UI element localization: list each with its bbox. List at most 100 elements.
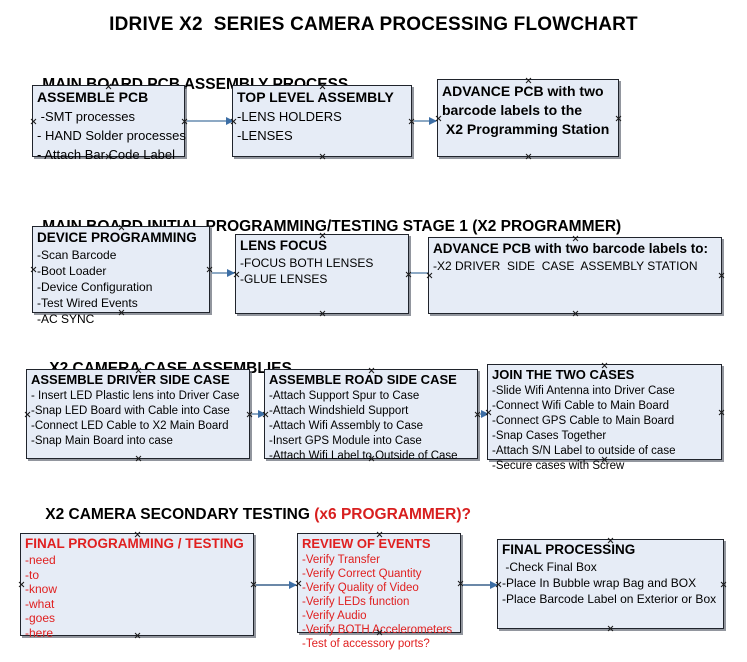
flow-box-title: REVIEW OF EVENTS (302, 536, 431, 551)
flow-box-line: -Attach Windshield Support (269, 405, 409, 417)
connector-handle-top[interactable] (601, 362, 608, 369)
connector-handle-left[interactable] (30, 118, 37, 125)
flow-box-assemble-road-side-case[interactable]: ASSEMBLE ROAD SIDE CASE -Attach Support … (262, 367, 478, 462)
flow-box-line: -Attach Wifi Label to Outside of Case (269, 450, 458, 462)
flow-box-line: -X2 DRIVER SIDE CASE ASSEMBLY STATION (433, 259, 698, 273)
flow-box-line: -Verify Quality of Video (302, 582, 419, 594)
connector-handle-bottom[interactable] (376, 629, 383, 636)
flow-box-assemble-pcb[interactable]: ASSEMBLE PCB -SMT processes - HAND Solde… (30, 83, 186, 162)
flow-box-line: -Place Barcode Label on Exterior or Box (502, 592, 717, 606)
connector-handle-top[interactable] (376, 531, 383, 538)
flow-box-line: - Insert LED Plastic lens into Driver Ca… (31, 390, 240, 402)
section-heading-text: X2 CAMERA SECONDARY TESTING (45, 506, 315, 523)
connector-handle-right[interactable] (615, 115, 622, 122)
connector-handle-bottom[interactable] (601, 456, 608, 463)
flow-box-line: -goes (25, 611, 56, 625)
connector-handle-top[interactable] (368, 367, 375, 374)
connector-handle-left[interactable] (262, 411, 269, 418)
connector-handle-left[interactable] (485, 409, 492, 416)
flow-box-line: -Connect GPS Cable to Main Board (492, 415, 675, 427)
connector-handle-top[interactable] (134, 531, 141, 538)
flow-box-line: -Verify Correct Quantity (302, 568, 422, 580)
connector-handle-bottom[interactable] (134, 632, 141, 639)
flow-box-device-programming[interactable]: DEVICE PROGRAMMING -Scan Barcode -Boot L… (30, 224, 210, 326)
flow-box-line: -Scan Barcode (37, 248, 117, 262)
flow-box-line: -need (25, 553, 56, 567)
flow-box-line: -LENSES (237, 128, 293, 143)
connector-arrow-assemble-pcb-to-top-level-assembly[interactable] (187, 117, 234, 125)
flow-box-title: FINAL PROCESSING (502, 542, 636, 557)
connector-handle-left[interactable] (18, 581, 25, 588)
connector-handle-left[interactable] (426, 272, 433, 279)
connector-handle-top[interactable] (105, 83, 112, 90)
connector-handle-left[interactable] (24, 411, 31, 418)
connector-handle-bottom[interactable] (607, 625, 614, 632)
flow-box-advance-pcb-to-x2-programming-station[interactable]: ADVANCE PCB with two barcode labels to t… (437, 79, 619, 157)
connector-arrow-device-programming-to-lens-focus[interactable] (212, 269, 235, 277)
connector-handle-top[interactable] (319, 83, 326, 90)
connector-handle-bottom[interactable] (105, 153, 112, 160)
flow-box-line: -know (25, 582, 58, 596)
flow-box-line: -Attach Wifi Assembly to Case (269, 420, 424, 432)
connector-arrow-review-of-events-to-final-processing[interactable] (463, 581, 498, 589)
connector-handle-top[interactable] (135, 367, 142, 374)
flow-box-assemble-driver-side-case[interactable]: ASSEMBLE DRIVER SIDE CASE - Insert LED P… (26, 369, 250, 459)
flow-box-lens-focus[interactable]: LENS FOCUS -FOCUS BOTH LENSES -GLUE LENS… (235, 234, 409, 314)
connector-handle-right[interactable] (720, 581, 727, 588)
connector-handle-left[interactable] (495, 581, 502, 588)
flow-box-top-level-assembly[interactable]: TOP LEVEL ASSEMBLY -LENS HOLDERS -LENSES (232, 85, 412, 157)
flow-box-line: -Attach S/N Label to outside of case (492, 445, 676, 457)
flow-box-final-processing[interactable]: FINAL PROCESSING -Check Final Box -Place… (497, 539, 724, 629)
flow-box-line: - HAND Solder processes (37, 128, 186, 143)
connector-handle-left[interactable] (435, 115, 442, 122)
flow-box-title: LENS FOCUS (240, 238, 328, 253)
flow-box-advance-pcb-to-driver-side-case[interactable]: ADVANCE PCB with two barcode labels to: … (428, 237, 722, 314)
flow-box-line: barcode labels to the (442, 102, 583, 118)
connector-handle-top[interactable] (118, 224, 125, 231)
connector-handle-bottom[interactable] (319, 310, 326, 317)
flow-box-title: DEVICE PROGRAMMING (37, 230, 197, 245)
flow-box-line: -SMT processes (37, 109, 136, 124)
connector-handle-bottom[interactable] (118, 309, 125, 316)
connector-handle-top[interactable] (572, 235, 579, 242)
connector-handle-right[interactable] (718, 272, 725, 279)
flow-box-line: X2 Programming Station (442, 121, 610, 137)
connector-handle-top[interactable] (607, 537, 614, 544)
flow-box-line: -FOCUS BOTH LENSES (240, 256, 374, 270)
flow-box-join-the-two-cases[interactable]: JOIN THE TWO CASES -Slide Wifi Antenna i… (485, 362, 725, 472)
flow-box-title: ASSEMBLE PCB (37, 89, 149, 105)
page-title: IDRIVE X2 SERIES CAMERA PROCESSING FLOWC… (109, 14, 638, 35)
connector-handle-bottom[interactable] (572, 310, 579, 317)
connector-handle-right[interactable] (718, 409, 725, 416)
connector-handle-top[interactable] (525, 77, 532, 84)
flow-box-line: -Test Wired Events (37, 296, 138, 310)
flow-box-line: -Verify LEDs function (302, 596, 410, 608)
flow-box-line: -Connect LED Cable to X2 Main Board (31, 420, 229, 432)
connector-handle-bottom[interactable] (525, 153, 532, 160)
connector-handle-left[interactable] (30, 266, 37, 273)
flow-box-title: ASSEMBLE ROAD SIDE CASE (269, 372, 457, 387)
section-heading-x2-camera-secondary-testing: X2 CAMERA SECONDARY TESTING (x6 PROGRAMM… (28, 488, 471, 542)
connector-arrow-top-level-assembly-to-advance-pcb[interactable] (414, 117, 437, 125)
connector-arrow-final-programming-to-review-of-events[interactable] (256, 581, 297, 589)
flow-box-line: -Insert GPS Module into Case (269, 435, 422, 447)
flow-box-line: -Snap Main Board into case (31, 435, 173, 447)
connector-handle-left[interactable] (230, 118, 237, 125)
flow-box-line: -LENS HOLDERS (237, 109, 342, 124)
flow-box-line: -Place In Bubble wrap Bag and BOX (502, 576, 697, 590)
flow-box-line: -AC SYNC (37, 312, 95, 326)
flow-box-line: -Device Configuration (37, 280, 153, 294)
flow-box-final-programming-testing[interactable]: FINAL PROGRAMMING / TESTING -need -to -k… (18, 531, 254, 640)
section-heading-accent: (x6 PROGRAMMER)? (314, 506, 471, 523)
connector-handle-bottom[interactable] (319, 153, 326, 160)
flow-box-title: TOP LEVEL ASSEMBLY (237, 89, 394, 105)
flow-box-title: JOIN THE TWO CASES (492, 367, 635, 382)
flow-box-line: -Slide Wifi Antenna into Driver Case (492, 385, 675, 397)
connector-handle-left[interactable] (233, 271, 240, 278)
connector-handle-bottom[interactable] (368, 455, 375, 462)
connector-handle-left[interactable] (295, 580, 302, 587)
connector-handle-bottom[interactable] (135, 455, 142, 462)
flow-box-review-of-events[interactable]: REVIEW OF EVENTS -Verify Transfer -Verif… (295, 531, 461, 650)
connector-handle-top[interactable] (319, 232, 326, 239)
